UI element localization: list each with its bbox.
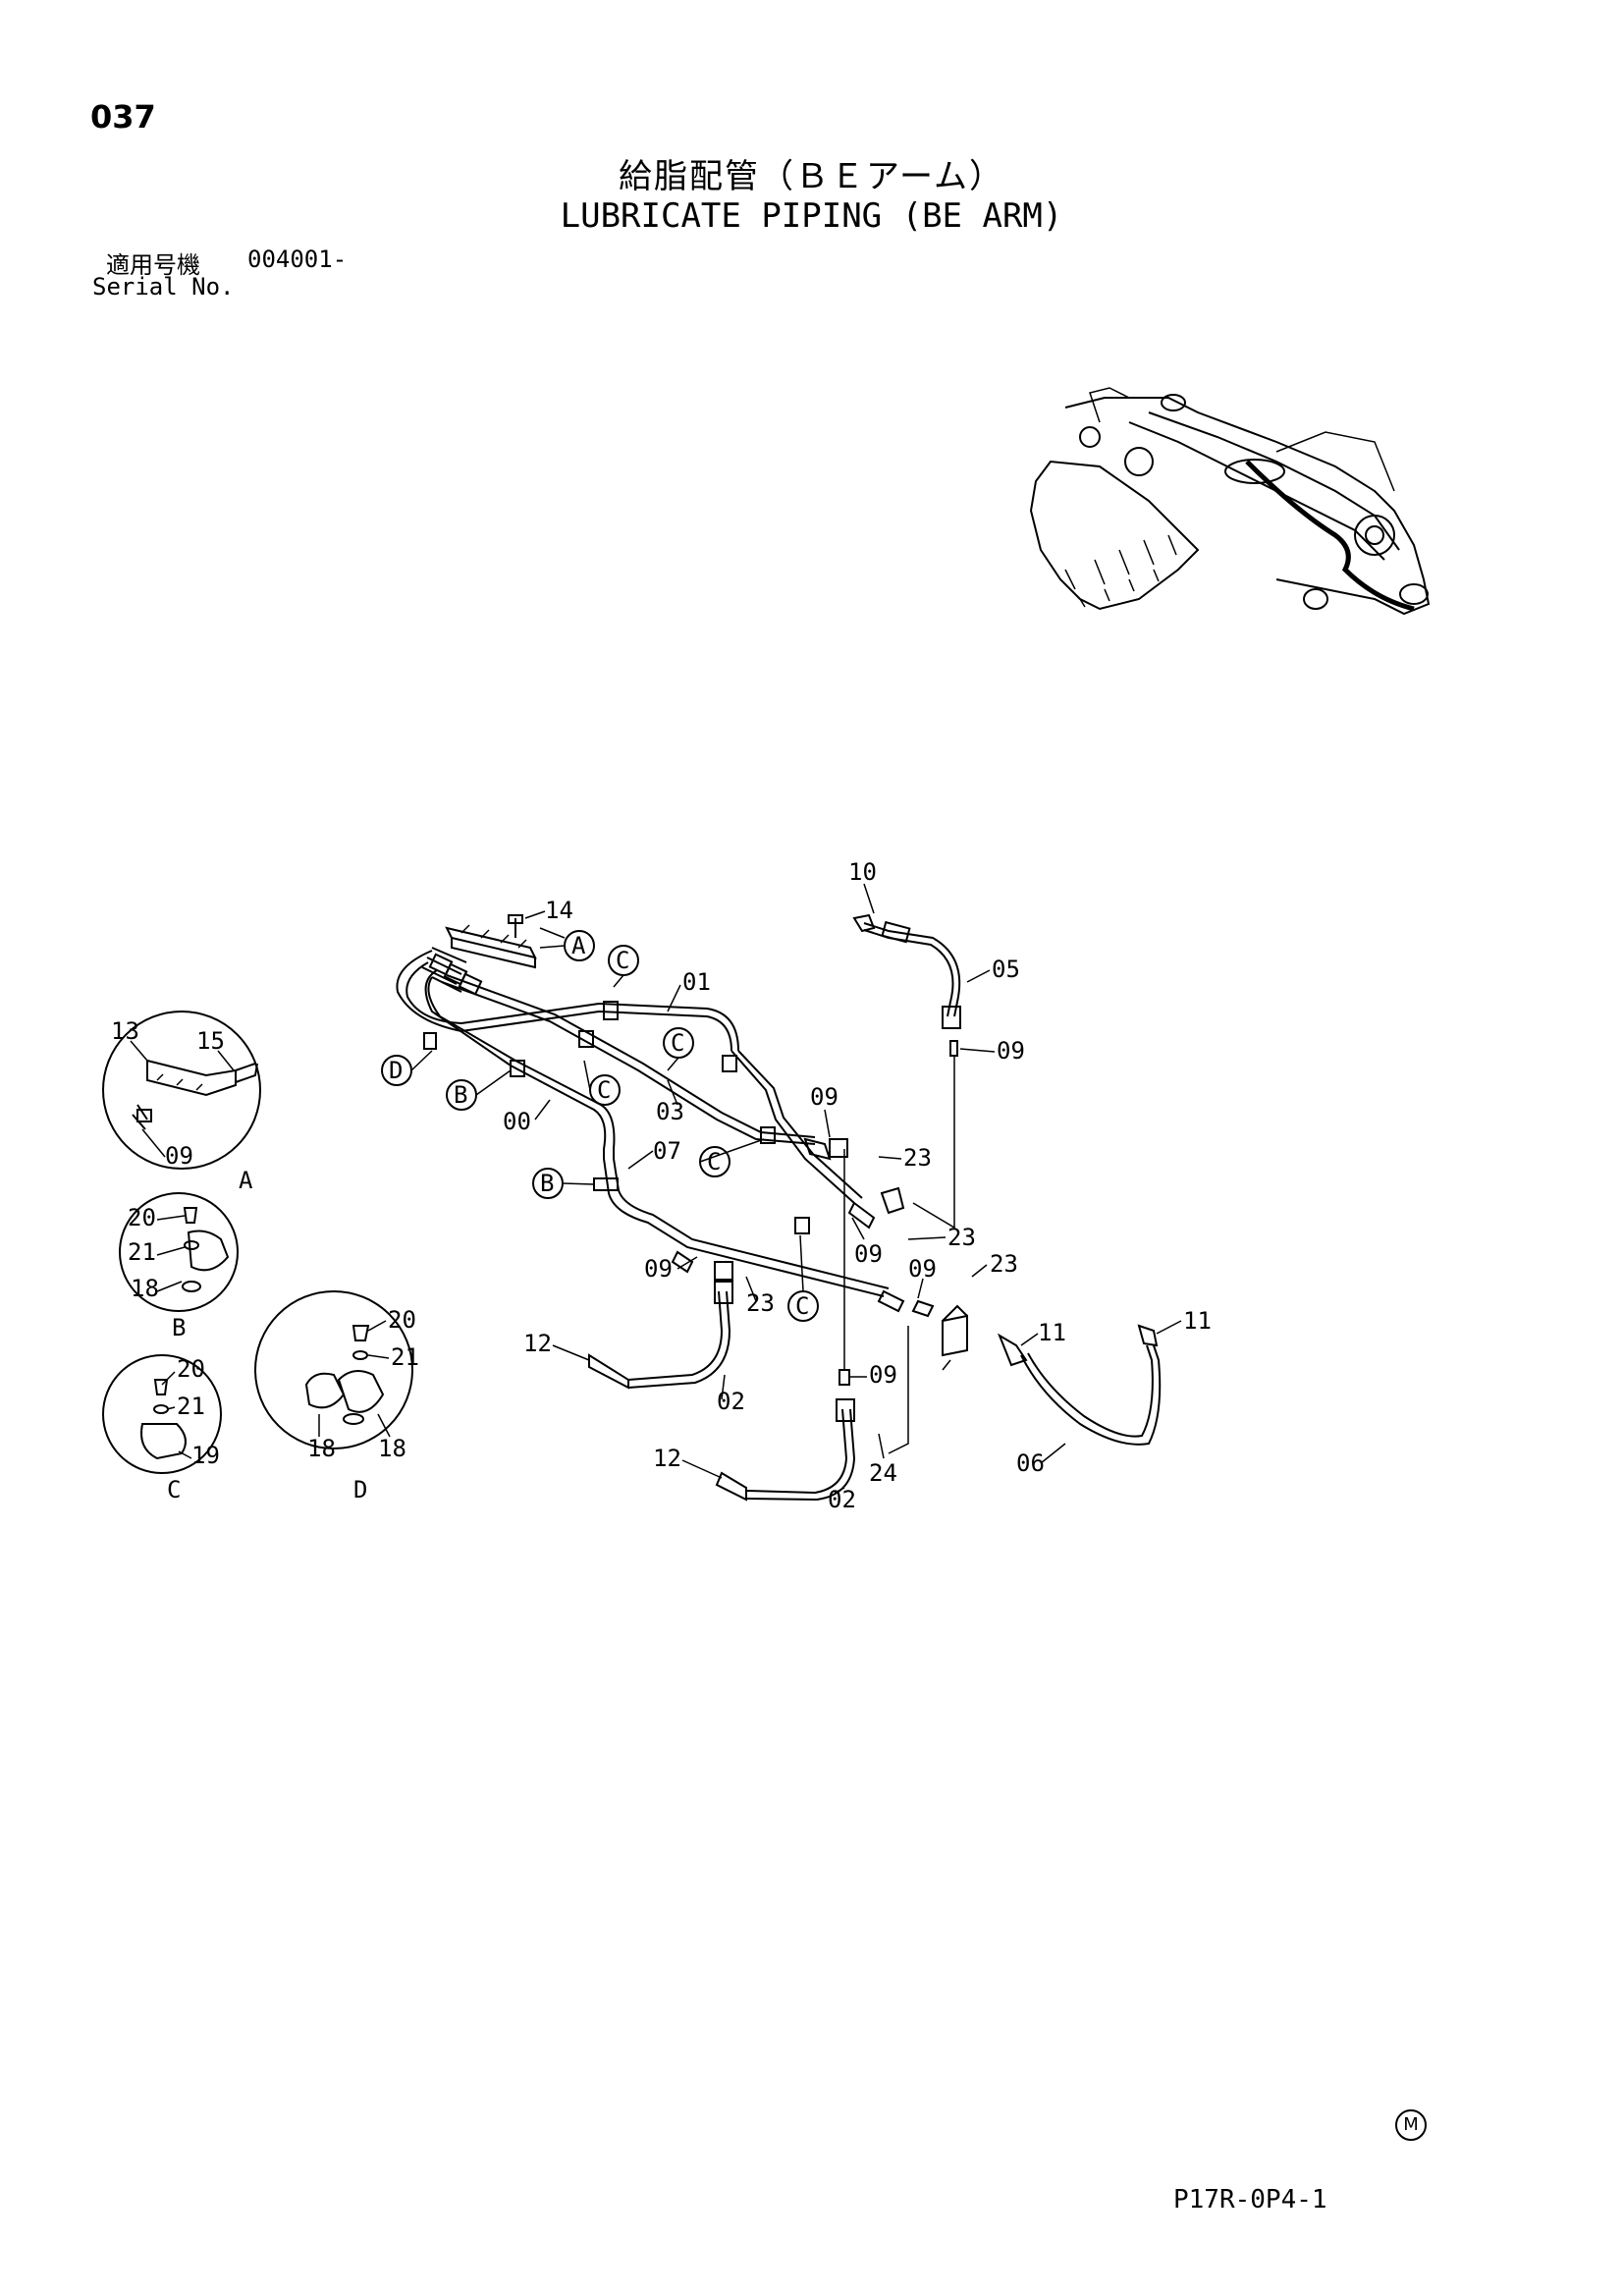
part-label-23: 23 bbox=[746, 1289, 775, 1317]
part-label-11: 11 bbox=[1038, 1319, 1066, 1346]
part-label-11: 11 bbox=[1183, 1307, 1212, 1335]
piping-assembly bbox=[396, 913, 1162, 1502]
part-label-12: 12 bbox=[653, 1445, 681, 1472]
part-label-10: 10 bbox=[848, 858, 877, 886]
part-label-00: 00 bbox=[503, 1108, 531, 1135]
part-label-18: 18 bbox=[307, 1435, 336, 1462]
part-label-23: 23 bbox=[947, 1224, 976, 1251]
callout-label: B bbox=[454, 1081, 467, 1109]
callout-label: B bbox=[540, 1170, 554, 1197]
callout-label: C bbox=[707, 1148, 721, 1175]
detail-caption-d: D bbox=[353, 1476, 367, 1503]
callout-label: C bbox=[616, 947, 629, 974]
callout-label: C bbox=[597, 1076, 611, 1104]
part-label-23: 23 bbox=[903, 1144, 932, 1172]
part-label-13: 13 bbox=[111, 1017, 139, 1045]
detail-caption-a: A bbox=[239, 1167, 253, 1194]
page-title-english: LUBRICATE PIPING (BE ARM) bbox=[560, 196, 1063, 236]
part-label-21: 21 bbox=[128, 1238, 156, 1266]
part-label-07: 07 bbox=[653, 1137, 681, 1165]
part-number-labels: 14 01 03 00 07 09 23 23 09 09 23 09 23 1… bbox=[111, 858, 1212, 1513]
page-title-japanese: 給脂配管（ＢＥアーム） bbox=[619, 157, 1004, 196]
part-label-09: 09 bbox=[997, 1037, 1025, 1065]
part-label-14: 14 bbox=[545, 897, 573, 924]
callout-label: C bbox=[795, 1292, 809, 1320]
part-label-23: 23 bbox=[990, 1250, 1018, 1278]
part-label-19: 19 bbox=[191, 1442, 220, 1469]
part-label-09: 09 bbox=[854, 1240, 883, 1268]
part-label-20: 20 bbox=[177, 1355, 205, 1383]
label-leaders bbox=[130, 883, 1182, 1494]
part-label-12: 12 bbox=[523, 1330, 552, 1357]
part-label-09: 09 bbox=[644, 1255, 673, 1283]
page-number: 037 bbox=[90, 98, 156, 136]
serial-label-japanese: 適用号機 bbox=[106, 251, 200, 279]
part-label-20: 20 bbox=[128, 1204, 156, 1231]
part-label-02: 02 bbox=[717, 1388, 745, 1415]
m-mark-symbol: M bbox=[1395, 2109, 1427, 2141]
part-label-05: 05 bbox=[992, 956, 1020, 983]
part-label-18: 18 bbox=[131, 1275, 159, 1302]
callout-label: C bbox=[671, 1029, 684, 1057]
footer-drawing-code: P17R-0P4-1 bbox=[1173, 2185, 1327, 2214]
part-label-24: 24 bbox=[869, 1459, 897, 1487]
detail-view-b bbox=[119, 1192, 239, 1312]
callout-label: A bbox=[571, 932, 586, 959]
detail-view-a bbox=[102, 1011, 261, 1170]
part-label-03: 03 bbox=[656, 1098, 684, 1125]
part-label-20: 20 bbox=[388, 1306, 416, 1334]
part-label-21: 21 bbox=[391, 1343, 419, 1371]
part-label-15: 15 bbox=[196, 1027, 225, 1055]
part-label-21: 21 bbox=[177, 1393, 205, 1420]
part-label-09: 09 bbox=[810, 1083, 839, 1111]
part-label-09: 09 bbox=[908, 1255, 937, 1283]
detail-view-d bbox=[254, 1290, 413, 1449]
part-label-18: 18 bbox=[378, 1435, 406, 1462]
part-label-09: 09 bbox=[869, 1361, 897, 1389]
serial-value: 004001- bbox=[247, 246, 348, 273]
part-label-09: 09 bbox=[165, 1142, 193, 1170]
part-label-01: 01 bbox=[682, 968, 711, 996]
callout-label: D bbox=[389, 1057, 403, 1084]
detail-caption-b: B bbox=[172, 1314, 186, 1341]
callout-markers: A C C D C B C B C bbox=[381, 930, 819, 1322]
arm-overview-illustration bbox=[1029, 387, 1431, 616]
part-label-02: 02 bbox=[828, 1486, 856, 1513]
serial-label-english: Serial No. bbox=[92, 273, 235, 301]
detail-caption-c: C bbox=[167, 1476, 181, 1503]
part-label-06: 06 bbox=[1016, 1449, 1045, 1477]
